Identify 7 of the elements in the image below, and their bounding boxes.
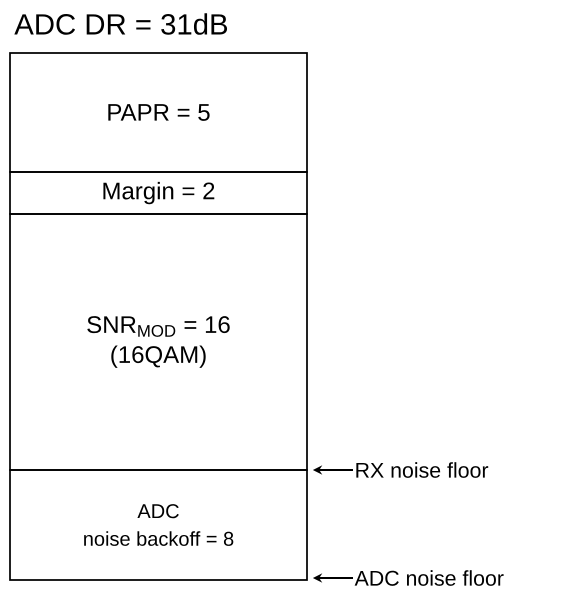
- level-box: Margin = 2: [9, 171, 308, 215]
- side-label: RX noise floor: [356, 462, 488, 478]
- title: ADC DR = 31dB: [14, 13, 228, 35]
- side-label: ADC noise floor: [354, 570, 504, 586]
- level-box: PAPR = 5: [9, 52, 308, 173]
- level-box: SNR$_{MOD}$ = 16 (16QAM): [9, 213, 308, 471]
- level-box: ADC noise backoff = 8: [9, 469, 308, 581]
